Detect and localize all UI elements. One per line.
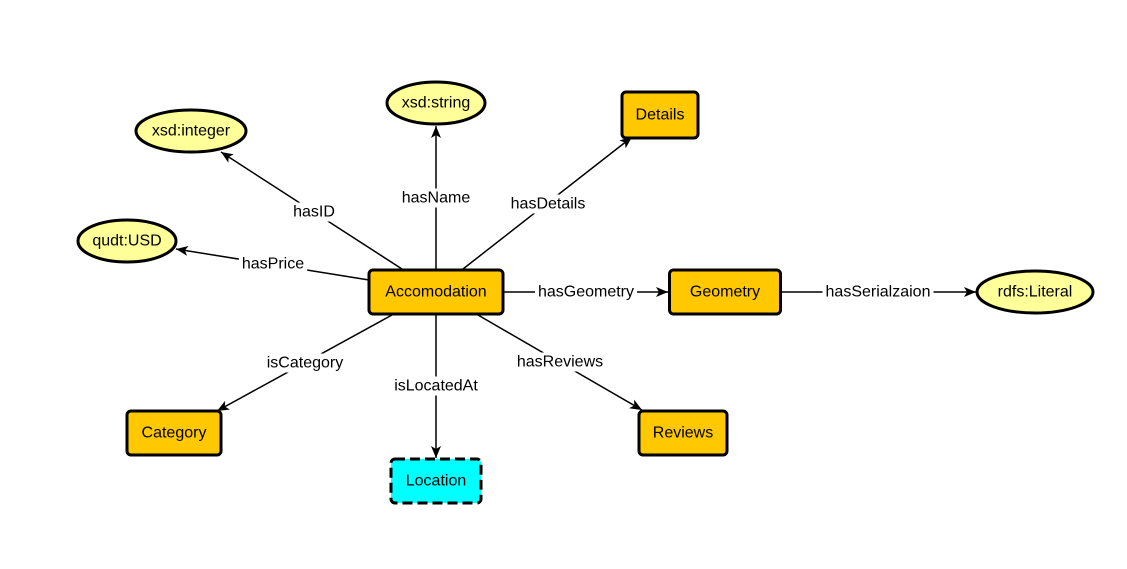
node-label: Accomodation — [385, 284, 486, 301]
edge-label-hasgeometry: hasGeometry — [534, 282, 638, 302]
node-label: Geometry — [690, 284, 760, 301]
edge-label-background — [238, 254, 308, 274]
edge-label-islocatedat: isLocatedAt — [391, 376, 482, 396]
node-xsd-integer[interactable]: xsd:integer — [134, 108, 248, 154]
edge-label-text: isCategory — [267, 355, 343, 372]
node-category[interactable]: Category — [125, 409, 223, 457]
edge-label-background — [507, 194, 589, 214]
edge-label-background — [513, 352, 607, 372]
node-label: qudt:USD — [92, 233, 161, 250]
literal-ellipse — [975, 269, 1095, 315]
node-details[interactable]: Details — [620, 90, 700, 140]
edge-label-text: hasReviews — [517, 354, 603, 371]
node-label: xsd:string — [402, 95, 470, 112]
node-location[interactable]: Location — [389, 457, 483, 505]
edge-labels-layer: hasID hasName hasDetails hasPrice hasGeometr… — [238, 188, 934, 396]
node-label: Category — [142, 425, 207, 442]
class-box — [668, 268, 782, 316]
edge-label-hasreviews: hasReviews — [513, 352, 607, 372]
edge-label-background — [398, 188, 474, 208]
node-label: xsd:integer — [152, 123, 231, 140]
external-class-box — [389, 457, 483, 505]
edge-label-hasserialzaion: hasSerialzaion — [822, 282, 934, 302]
edge-label-hasdetails: hasDetails — [507, 194, 589, 214]
edge-label-text: hasPrice — [242, 256, 304, 273]
edge-label-iscategory: isCategory — [263, 353, 347, 373]
node-qudt-usd[interactable]: qudt:USD — [76, 218, 178, 264]
edge-label-text: hasID — [293, 204, 335, 221]
node-geometry[interactable]: Geometry — [668, 268, 782, 316]
literal-ellipse — [134, 108, 248, 154]
edge-label-background — [822, 282, 934, 302]
edge-label-text: hasSerialzaion — [826, 284, 931, 301]
node-xsd-string[interactable]: xsd:string — [385, 80, 487, 126]
class-box — [367, 268, 505, 316]
literal-ellipse — [385, 80, 487, 126]
node-label: Location — [406, 473, 467, 490]
node-label: rdfs:Literal — [998, 284, 1073, 301]
edge-label-hasprice: hasPrice — [238, 254, 308, 274]
edge-label-background — [534, 282, 638, 302]
edge-label-text: hasName — [402, 190, 471, 207]
edge-label-background — [290, 202, 338, 222]
edge-label-text: isLocatedAt — [394, 378, 478, 395]
literal-ellipse — [76, 218, 178, 264]
class-box — [125, 409, 223, 457]
edge-label-text: hasDetails — [511, 196, 586, 213]
class-box — [637, 409, 729, 457]
class-box — [620, 90, 700, 140]
edge-label-background — [391, 376, 482, 396]
edge-label-background — [263, 353, 347, 373]
node-rdfs-literal[interactable]: rdfs:Literal — [975, 269, 1095, 315]
edge-label-hasname: hasName — [398, 188, 474, 208]
node-label: Reviews — [653, 425, 713, 442]
edge-label-hasid: hasID — [290, 202, 338, 222]
node-label: Details — [636, 107, 685, 124]
node-reviews[interactable]: Reviews — [637, 409, 729, 457]
node-accomodation[interactable]: Accomodation — [367, 268, 505, 316]
edge-label-text: hasGeometry — [538, 284, 634, 301]
